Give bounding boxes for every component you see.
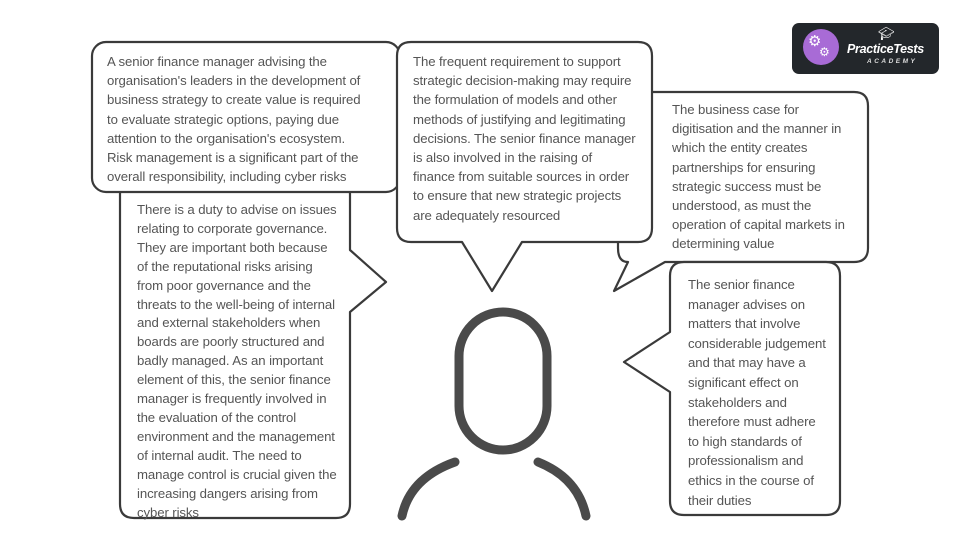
person-icon — [397, 307, 591, 521]
bubble-text-line: methods of justifying and legitimating — [413, 111, 626, 127]
bubble-text-line: is also involved in the raising of — [413, 150, 593, 166]
bubble-text-line: The business case for — [672, 102, 799, 117]
bubble-text-line: to ensure that new strategic projects — [413, 188, 622, 204]
bubble-text-line: strategic success must be — [672, 178, 822, 194]
bubble-text-line: matters that involve — [688, 316, 801, 332]
bubble-text-line: therefore must adhere — [688, 414, 816, 430]
person-left-shoulder-icon — [397, 457, 460, 521]
bubble-text-line: determining value — [672, 236, 775, 252]
bubble-text-line: which the entity creates — [672, 140, 808, 156]
bubble-text-line: of internal audit. The need to — [137, 447, 302, 463]
bubble-text-line: Risk management is a significant part of… — [107, 150, 359, 166]
bubble-text-line: of the reputational risks arising — [137, 258, 313, 274]
bubble-text-line: partnerships for ensuring — [672, 159, 816, 175]
bubble-text-line: stakeholders and — [688, 394, 787, 410]
bubble-text-line: significant effect on — [688, 374, 799, 390]
bubble-decision-making-text: The frequent requirement to support strat… — [413, 52, 636, 225]
bubble-text-line: manager advises on — [688, 296, 805, 312]
bubble-text-line: to high standards of — [688, 433, 802, 449]
bubble-decision-making-shape — [395, 40, 654, 293]
bubble-text-line: to evaluate strategic options, paying du… — [107, 111, 339, 127]
bubble-text-line: decisions. The senior finance manager — [413, 130, 636, 146]
bubble-text-line: organisation's leaders in the developmen… — [107, 73, 361, 89]
bubble-text-line: understood, as must the — [672, 198, 812, 214]
bubble-text-line: manager is frequently involved in — [137, 391, 327, 407]
graduation-cap-icon: 🎓︎ — [878, 26, 895, 41]
bubble-text-line: and that may have a — [688, 355, 806, 371]
bubble-text-line: their duties — [688, 492, 752, 508]
gears-speech-bubble-icon: ⚙ ⚙ — [803, 29, 839, 65]
bubble-text-line: cyber risks — [137, 504, 199, 520]
bubble-text-line: attention to the organisation's ecosyste… — [107, 130, 346, 146]
bubble-text-line: The frequent requirement to support — [413, 54, 621, 69]
bubble-text-line: threats to the well-being of internal — [137, 296, 335, 312]
bubble-text-line: from poor governance and the — [137, 277, 311, 293]
logo-name: PracticeTests — [847, 42, 924, 56]
bubble-text-line: environment and the management — [137, 428, 335, 444]
bubble-text-line: ethics in the course of — [688, 472, 814, 488]
bubble-text-line: operation of capital markets in — [672, 217, 845, 233]
bubble-text-line: overall responsibility, including cyber … — [107, 169, 347, 185]
bubble-text-line: increasing dangers arising from — [137, 485, 318, 501]
person-head-icon — [454, 307, 552, 455]
bubble-text-line: digitisation and the manner in — [672, 121, 842, 137]
bubble-text-line: the evaluation of the control — [137, 409, 297, 425]
bubble-ethics-shape — [622, 260, 842, 517]
practicetests-logo: ⚙ ⚙ 🎓︎ PracticeTests ACADEMY — [792, 23, 939, 74]
bubble-text-line: The senior finance — [688, 277, 795, 292]
bubble-governance-text: There is a duty to advise on issues relat… — [137, 201, 337, 522]
bubble-text-line: manage control is crucial given the — [137, 466, 337, 482]
bubble-ethics-text: The senior finance manager advises on matt… — [688, 275, 826, 510]
bubble-text-line: They are important both because — [137, 239, 328, 255]
person-right-shoulder-icon — [533, 457, 591, 521]
bubble-text-line: considerable judgement — [688, 335, 826, 351]
bubble-text-line: boards are poorly structured and — [137, 334, 325, 350]
bubble-text-line: the formulation of models and other — [413, 92, 617, 108]
bubble-strategy-text: A senior finance manager advising the org… — [107, 52, 361, 186]
bubble-text-line: finance from suitable sources in order — [413, 169, 630, 185]
bubble-text-line: badly managed. As an important — [137, 353, 324, 369]
bubble-text-line: and external stakeholders when — [137, 315, 321, 331]
bubble-text-line: are adequately resourced — [413, 207, 561, 223]
bubble-text-line: A senior finance manager advising the — [107, 54, 327, 69]
logo-subtitle: ACADEMY — [867, 58, 918, 65]
bubble-digitisation-text: The business case for digitisation and th… — [672, 100, 845, 254]
bubble-text-line: There is a duty to advise on issues — [137, 202, 337, 217]
bubble-text-line: element of this, the senior finance — [137, 372, 331, 388]
bubble-text-line: relating to corporate governance. — [137, 220, 328, 236]
bubble-text-line: business strategy to create value is req… — [107, 92, 361, 108]
bubble-text-line: strategic decision-making may require — [413, 73, 632, 89]
bubble-text-line: professionalism and — [688, 453, 804, 469]
